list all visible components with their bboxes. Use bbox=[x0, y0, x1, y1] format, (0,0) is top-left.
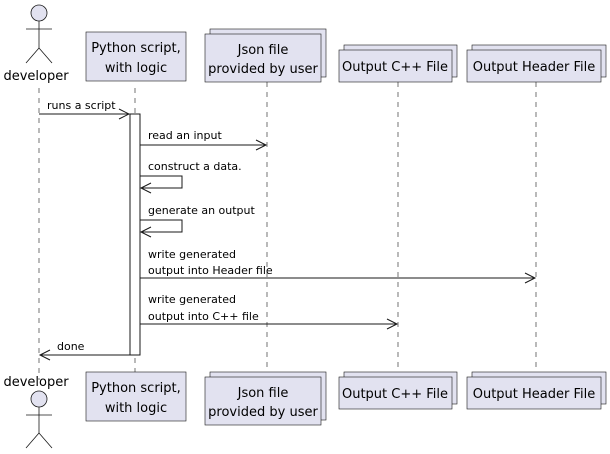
participant-label: provided by user bbox=[208, 62, 318, 77]
participant-json-file-bottom: Json file provided by user bbox=[204, 371, 327, 426]
participant-label: Json file bbox=[237, 43, 289, 58]
message-label: write generated bbox=[148, 248, 236, 261]
participant-label: Output Header File bbox=[473, 60, 596, 75]
message-write-header-file: write generated output into Header file bbox=[140, 248, 537, 284]
participant-output-cpp-file-bottom: Output C++ File bbox=[338, 371, 458, 410]
participant-label: Python script, bbox=[91, 381, 181, 396]
message-label: output into C++ file bbox=[148, 310, 259, 323]
participant-json-file-top: Json file provided by user bbox=[204, 28, 327, 83]
message-label: runs a script bbox=[47, 99, 116, 112]
participant-output-header-file-bottom: Output Header File bbox=[466, 371, 607, 410]
participant-label: Output Header File bbox=[473, 387, 596, 402]
message-label: read an input bbox=[148, 129, 222, 142]
actor-label: developer bbox=[3, 375, 69, 390]
participant-label: with logic bbox=[105, 401, 167, 416]
participant-output-header-file-top: Output Header File bbox=[466, 44, 607, 83]
message-label: output into Header file bbox=[148, 264, 273, 277]
message-label: done bbox=[57, 340, 85, 353]
stick-figure-icon bbox=[25, 390, 53, 449]
participant-python-script-top: Python script, with logic bbox=[85, 31, 187, 82]
message-read-an-input: read an input bbox=[140, 129, 268, 151]
message-construct-a-data: construct a data. bbox=[139, 160, 242, 194]
message-label: write generated bbox=[148, 293, 236, 306]
activation-bar-script bbox=[129, 113, 141, 356]
actor-developer-top: developer bbox=[3, 4, 69, 84]
participant-label: Output C++ File bbox=[342, 60, 448, 75]
message-runs-a-script: runs a script bbox=[39, 99, 131, 120]
participant-label: Json file bbox=[237, 386, 289, 401]
stick-figure-icon bbox=[25, 4, 53, 64]
message-label: generate an output bbox=[148, 204, 256, 217]
message-generate-an-output: generate an output bbox=[139, 204, 256, 238]
message-write-cpp-file: write generated output into C++ file bbox=[140, 293, 399, 330]
message-done: done bbox=[38, 340, 130, 361]
participant-label: provided by user bbox=[208, 405, 318, 420]
actor-developer-bottom: developer bbox=[3, 375, 69, 449]
participant-python-script-bottom: Python script, with logic bbox=[85, 371, 187, 422]
participant-label: with logic bbox=[105, 61, 167, 76]
participant-label: Output C++ File bbox=[342, 387, 448, 402]
message-label: construct a data. bbox=[148, 160, 242, 173]
participant-output-cpp-file-top: Output C++ File bbox=[338, 44, 458, 83]
actor-label: developer bbox=[3, 69, 69, 84]
participant-label: Python script, bbox=[91, 41, 181, 56]
